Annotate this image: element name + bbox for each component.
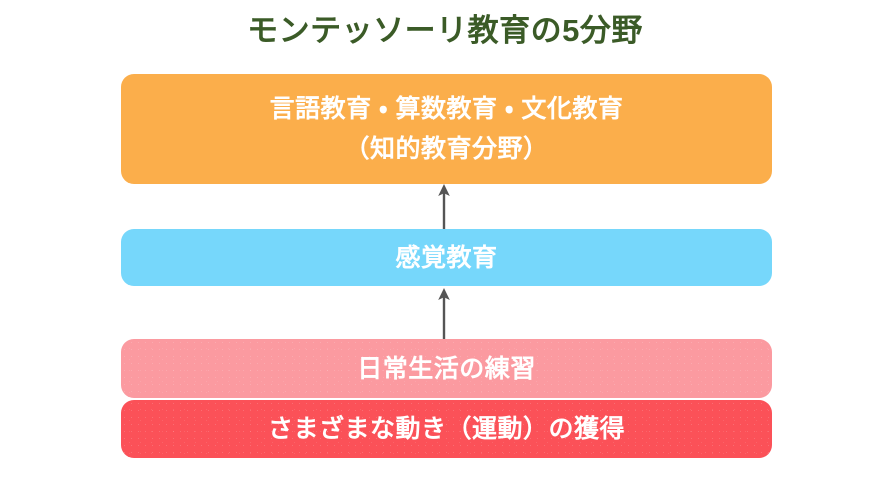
arrow-up-icon-sensorial-to-intellectual [429, 183, 459, 230]
level-label-sensorial: 感覚教育 [395, 243, 498, 272]
level-box-practical: 日常生活の練習 [121, 339, 772, 398]
arrow-up-icon-practical-to-sensorial [429, 287, 459, 340]
level-label-practical: 日常生活の練習 [357, 354, 536, 383]
level-box-movement: さまざまな動き（運動）の獲得 [121, 400, 772, 458]
page-title: モンテッソーリ教育の5分野 [247, 13, 643, 48]
level-label-intellectual: 言語教育 ・ 算数教育 ・ 文化教育 （知的教育分野） [269, 95, 624, 163]
level-box-sensorial: 感覚教育 [121, 229, 772, 286]
level-box-intellectual: 言語教育 ・ 算数教育 ・ 文化教育 （知的教育分野） [121, 74, 772, 184]
level-label-movement: さまざまな動き（運動）の獲得 [267, 415, 625, 443]
